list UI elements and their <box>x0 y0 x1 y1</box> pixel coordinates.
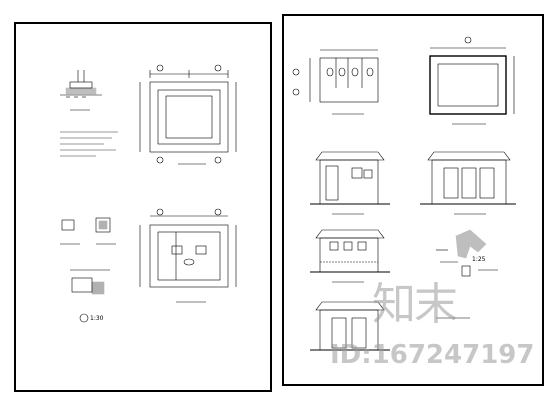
scale-note-left: 1:30 <box>90 315 104 322</box>
toilet-plan <box>292 49 379 115</box>
roof-plan <box>429 36 515 125</box>
column-details <box>60 217 116 323</box>
watermark-logo-text: 知末 <box>372 279 458 330</box>
watermark-id: ID:167247197 <box>330 340 535 370</box>
foundation-plan <box>139 64 237 165</box>
end-elevation <box>310 301 470 351</box>
left-drawing-sheet <box>14 22 272 392</box>
section-detail <box>436 229 498 277</box>
rear-elevation <box>310 229 390 283</box>
floor-plan <box>139 208 237 303</box>
scale-note-right: 1:25 <box>472 256 486 263</box>
front-elevation <box>310 151 390 215</box>
right-drawing-sheet <box>282 14 544 386</box>
side-elevation <box>420 151 516 215</box>
notes-text-block <box>60 131 118 157</box>
foundation-detail <box>60 70 102 111</box>
